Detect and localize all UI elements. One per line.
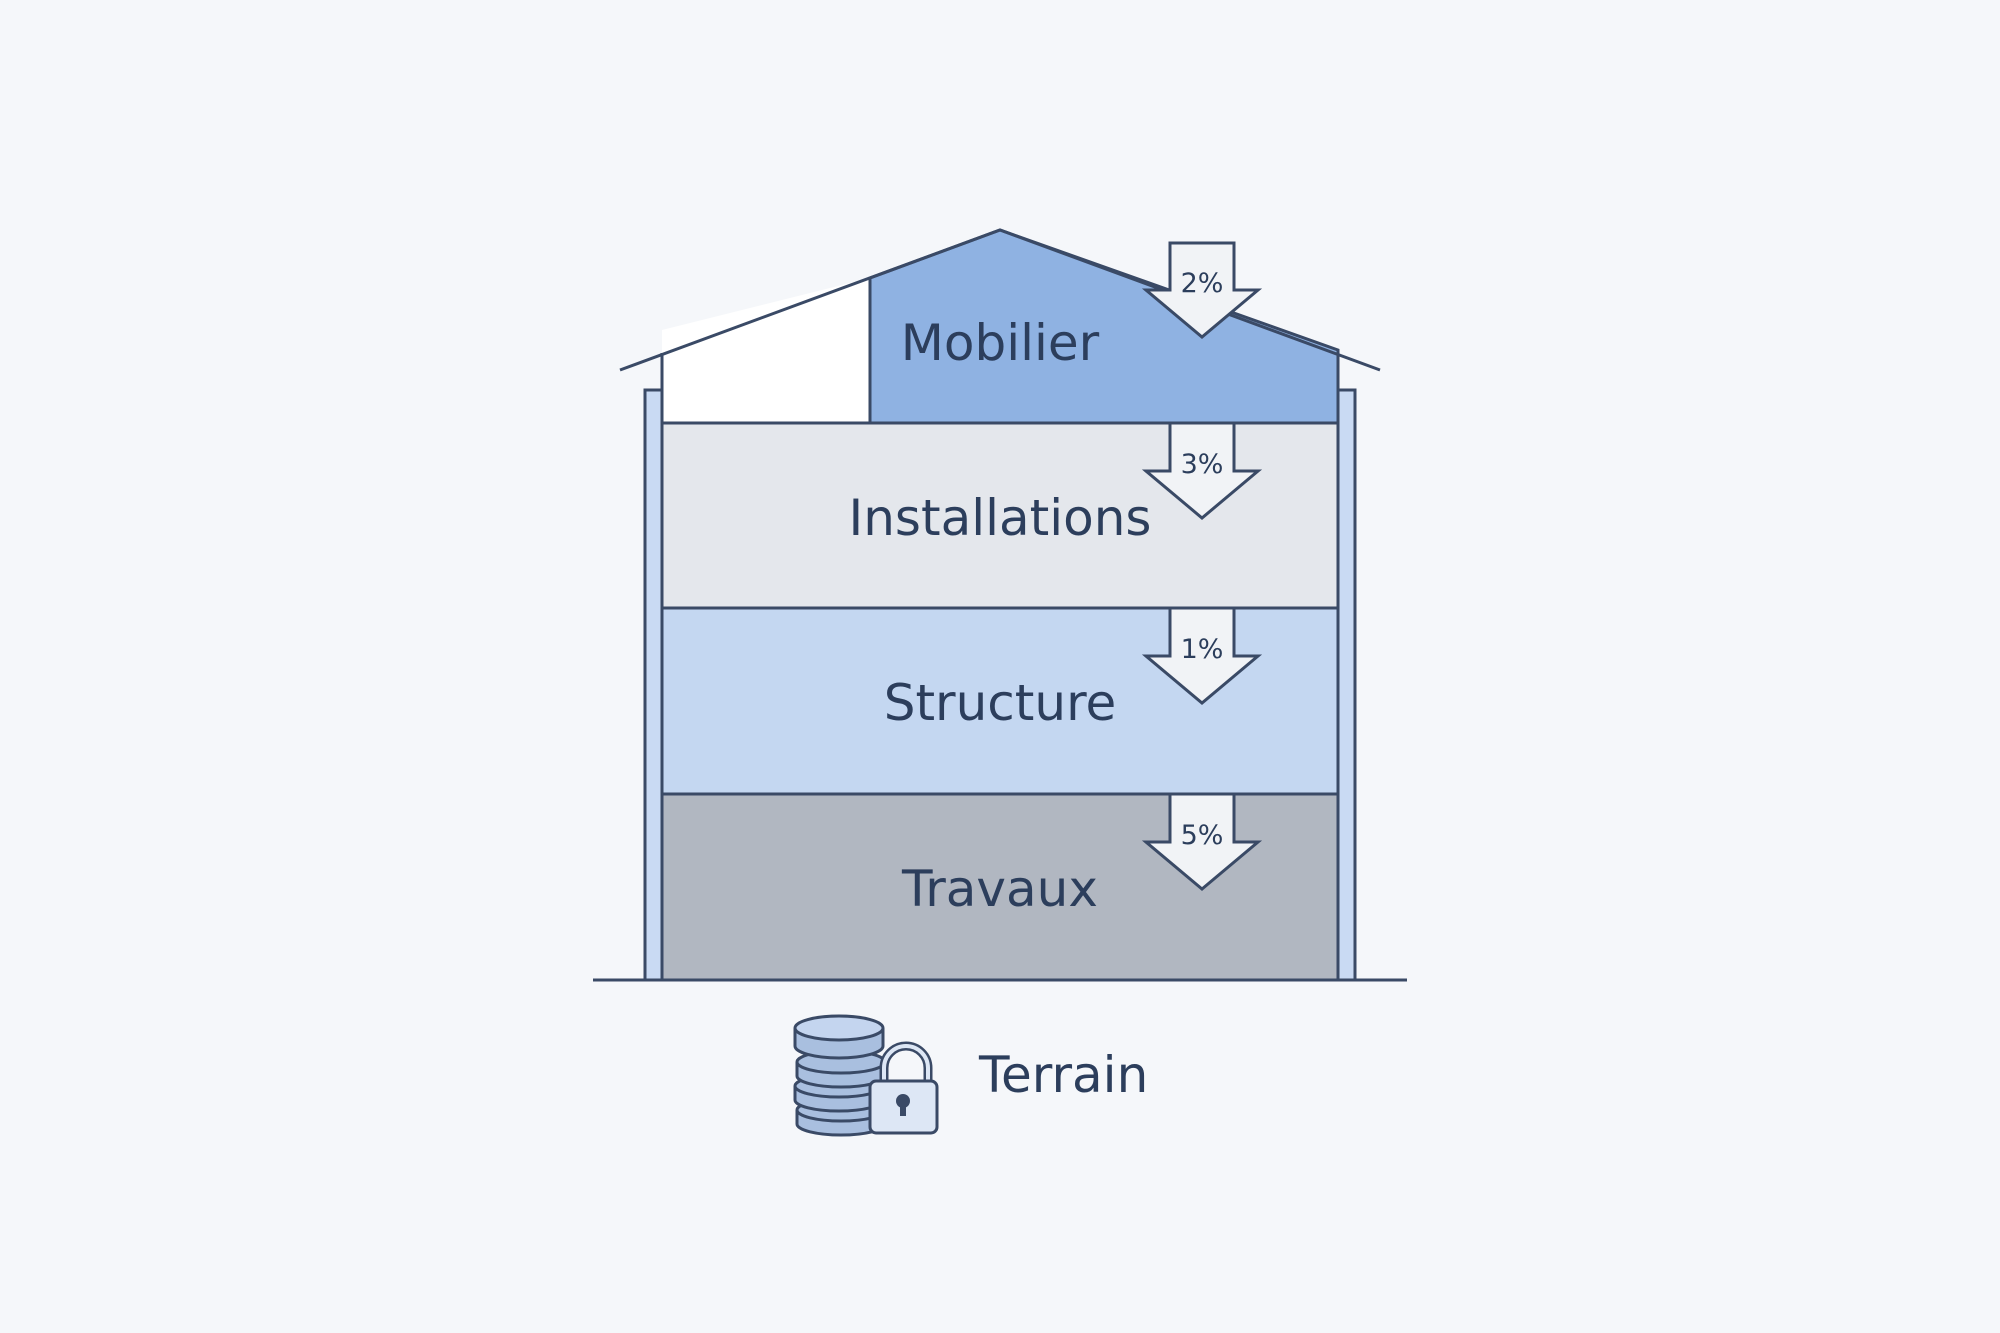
roof-line [619,228,1381,372]
attic-empty-area [662,278,870,423]
left-wall [643,388,664,982]
label-installations: Installations [849,489,1152,547]
percent-mobilier: 2% [1181,268,1224,299]
lock-icon [868,1041,939,1135]
label-mobilier: Mobilier [901,314,1100,372]
percent-travaux: 5% [1181,820,1224,851]
percent-structure: 1% [1181,634,1224,665]
label-structure: Structure [884,674,1117,732]
arrow-structure: 1% [1141,606,1263,705]
coins-lock-icon [793,1014,939,1137]
arrow-installations: 3% [1141,421,1263,520]
right-wall [1336,388,1357,982]
arrow-mobilier: 2% [1141,241,1263,339]
percent-installations: 3% [1181,449,1224,480]
arrow-travaux: 5% [1141,792,1263,891]
label-terrain: Terrain [978,1046,1148,1104]
coin-stack-icon [793,1014,887,1137]
label-travaux: Travaux [901,860,1098,918]
